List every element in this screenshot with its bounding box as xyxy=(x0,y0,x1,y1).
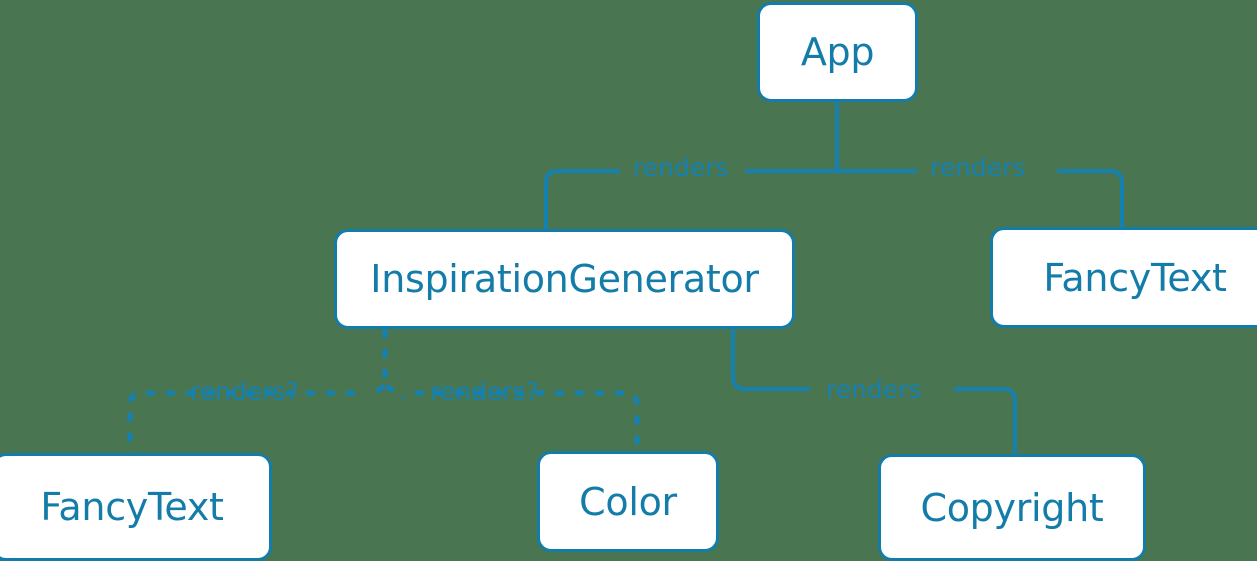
edge-label-app-to-inspirationgenerator: renders xyxy=(633,153,729,182)
node-app[interactable]: App xyxy=(757,2,918,102)
node-fancytext-bottom-label: FancyText xyxy=(40,485,224,529)
node-inspiration-generator[interactable]: InspirationGenerator xyxy=(334,229,795,329)
node-copyright-label: Copyright xyxy=(920,485,1104,530)
edge-inspirationgenerator-to-copyright-b xyxy=(954,387,1017,454)
edge-label-inspirationgenerator-to-copyright: renders xyxy=(826,375,922,404)
edge-inspirationgenerator-to-fancytext-dashed xyxy=(127,390,355,455)
edge-inspirationgenerator-to-copyright-a xyxy=(731,329,810,391)
edge-app-to-inspirationgenerator-b xyxy=(544,169,620,229)
edge-dashed-fan-right xyxy=(384,383,406,401)
edge-dashed-fan-left xyxy=(366,384,386,400)
edge-label-app-to-fancytext: renders xyxy=(930,153,1026,182)
node-fancytext-right-label: FancyText xyxy=(1043,255,1227,300)
edge-app-to-fancytext-b xyxy=(1057,169,1124,227)
node-fancytext-right[interactable]: FancyText xyxy=(990,227,1257,328)
edge-label-inspirationgenerator-to-color: renders? xyxy=(430,377,539,406)
node-inspiration-generator-label: InspirationGenerator xyxy=(370,257,759,301)
node-color[interactable]: Color xyxy=(537,451,719,552)
node-copyright[interactable]: Copyright xyxy=(878,454,1146,561)
node-color-label: Color xyxy=(579,479,677,524)
edge-label-inspirationgenerator-to-fancytext: renders? xyxy=(190,377,299,406)
node-app-label: App xyxy=(800,30,875,74)
node-fancytext-bottom[interactable]: FancyText xyxy=(0,453,272,561)
